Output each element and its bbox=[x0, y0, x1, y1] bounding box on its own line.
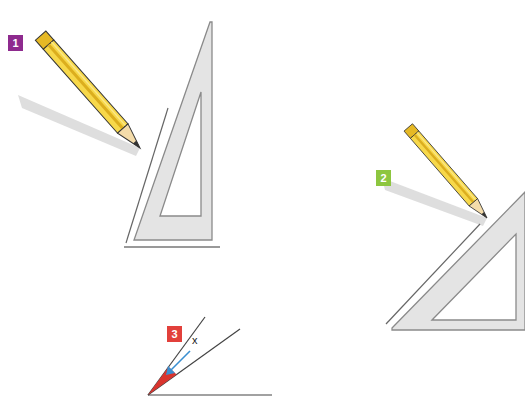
panel-one bbox=[18, 22, 220, 247]
panel-two bbox=[382, 124, 525, 330]
set-square bbox=[392, 192, 525, 330]
base-line bbox=[124, 246, 220, 247]
arrow-head bbox=[166, 366, 175, 375]
angle-label: x bbox=[190, 334, 200, 347]
callout-number: 2 bbox=[376, 170, 391, 186]
pencil bbox=[404, 124, 491, 222]
base-ray bbox=[148, 394, 272, 395]
set-square bbox=[134, 22, 212, 240]
callout-number: 1 bbox=[8, 35, 23, 51]
callout-number: 3 bbox=[167, 326, 182, 342]
ray bbox=[148, 329, 240, 395]
panel-three bbox=[148, 317, 272, 395]
angle-wedge bbox=[148, 367, 177, 395]
direction-arrow bbox=[170, 351, 190, 371]
ray bbox=[148, 317, 205, 395]
pencil bbox=[35, 31, 145, 153]
